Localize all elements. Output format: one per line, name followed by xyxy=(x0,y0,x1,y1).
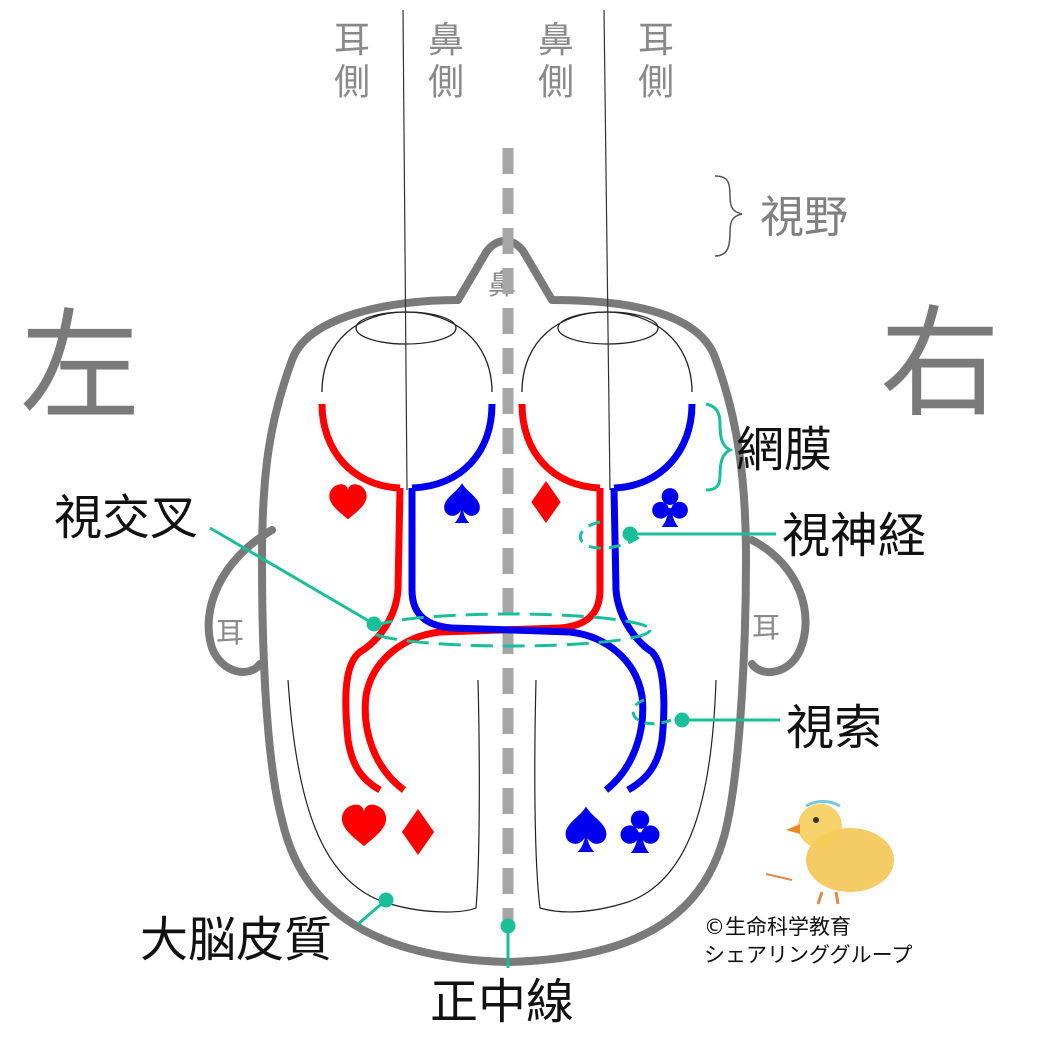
right-eye xyxy=(521,311,693,393)
retina-label: 網膜 xyxy=(736,422,832,478)
optic-chiasm-marker xyxy=(368,612,652,648)
credit-line-1: ©生命科学教育 xyxy=(704,915,851,939)
optic-tract-marker xyxy=(631,698,677,726)
optic-nerve-marker xyxy=(578,520,642,550)
svg-text:鼻: 鼻 xyxy=(428,20,464,61)
left-field-line xyxy=(402,9,408,491)
ear-label-left: 耳 xyxy=(216,616,244,649)
credit-line-2: シェアリンググループ xyxy=(704,943,912,967)
svg-text:側: 側 xyxy=(334,62,370,103)
column-heading-left-temporal: 耳 側 xyxy=(334,20,370,103)
right-eye-temporal-club-icon xyxy=(652,488,688,527)
svg-text:側: 側 xyxy=(638,62,674,103)
left-ear xyxy=(204,526,276,676)
midline-label: 正中線 xyxy=(430,974,574,1030)
right-retina-red xyxy=(518,403,601,492)
right-eye-nasal-diamond-icon xyxy=(531,481,561,523)
visual-field-brace xyxy=(714,175,743,257)
head-outline xyxy=(258,237,750,966)
left-retina-red xyxy=(318,403,401,492)
column-heading-right-temporal: 耳 側 xyxy=(638,20,674,103)
right-cortex-spade-icon xyxy=(565,806,607,852)
svg-text:側: 側 xyxy=(428,62,464,103)
svg-text:鼻: 鼻 xyxy=(538,20,574,61)
right-side-label: 右 xyxy=(880,295,1000,434)
svg-text:耳: 耳 xyxy=(334,20,370,61)
chick-illustration xyxy=(765,800,894,905)
svg-text:側: 側 xyxy=(538,62,574,103)
left-eye xyxy=(321,311,493,393)
path-left-nasal-blue xyxy=(408,488,647,793)
right-ear xyxy=(748,536,810,676)
retina-brace xyxy=(705,402,734,492)
optic-nerve-label: 視神経 xyxy=(782,508,926,564)
left-side-label: 左 xyxy=(20,298,140,437)
left-retina-blue xyxy=(411,403,496,492)
path-right-nasal-red xyxy=(361,488,604,793)
optic-chiasm-label: 視交叉 xyxy=(54,490,198,546)
svg-text:耳: 耳 xyxy=(638,20,674,61)
ear-label-right: 耳 xyxy=(752,611,780,644)
cortex-label: 大脳皮質 xyxy=(140,912,332,968)
path-right-temporal-blue xyxy=(610,487,668,794)
left-eye-nasal-spade-icon xyxy=(444,483,480,523)
column-heading-left-nasal: 鼻 側 xyxy=(428,20,464,103)
cortex-right-inner xyxy=(534,679,717,913)
left-eye-temporal-heart-icon xyxy=(329,484,367,520)
optic-tract-label: 視索 xyxy=(786,700,882,756)
right-field-line xyxy=(603,9,611,491)
cortex-left-inner xyxy=(287,679,480,913)
column-heading-right-nasal: 鼻 側 xyxy=(538,20,574,103)
left-cortex-heart-icon xyxy=(341,804,387,847)
right-cortex-club-icon xyxy=(620,810,660,853)
leader-lines xyxy=(209,526,780,968)
left-cortex-diamond-icon xyxy=(401,809,435,855)
right-retina-blue xyxy=(613,403,696,492)
visual-field-label: 視野 xyxy=(760,192,848,243)
